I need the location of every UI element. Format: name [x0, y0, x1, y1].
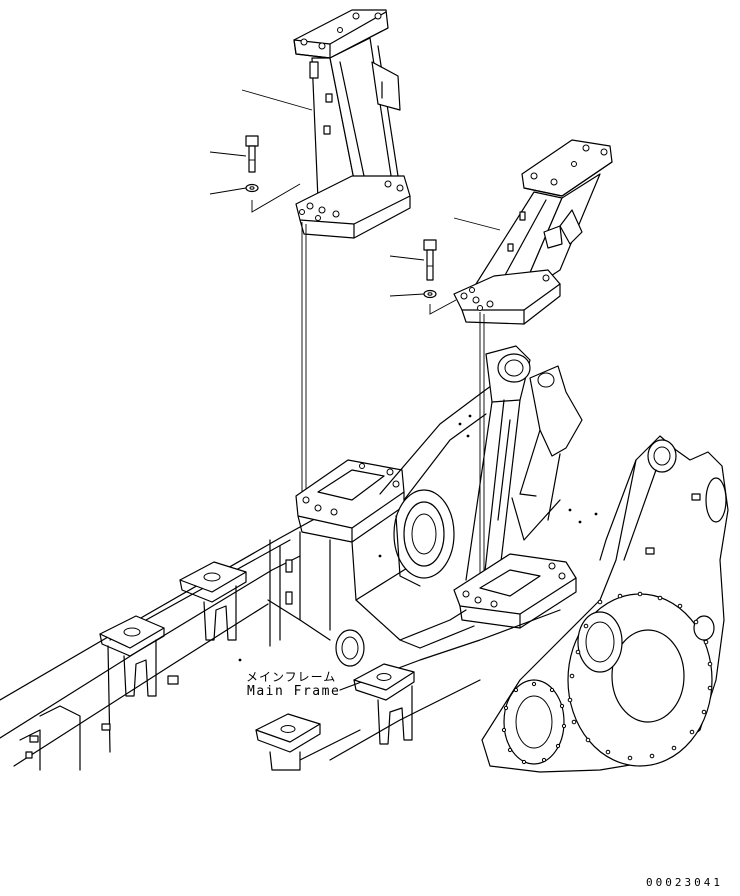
small-disc-bolt-circle [501, 681, 567, 765]
frame-label-english: Main Frame [247, 684, 341, 699]
bolt-icon [245, 135, 259, 173]
housing-bolt-circle [567, 591, 713, 761]
frame-label-japanese: メインフレーム [246, 670, 337, 684]
drawing-number: 00023041 [646, 876, 723, 889]
washer-icon [245, 183, 259, 193]
washer-icon [423, 289, 437, 299]
main-frame [0, 345, 729, 773]
right-mount-bracket [453, 139, 613, 325]
left-mount-bracket [293, 9, 411, 239]
bolt-icon [423, 239, 437, 281]
